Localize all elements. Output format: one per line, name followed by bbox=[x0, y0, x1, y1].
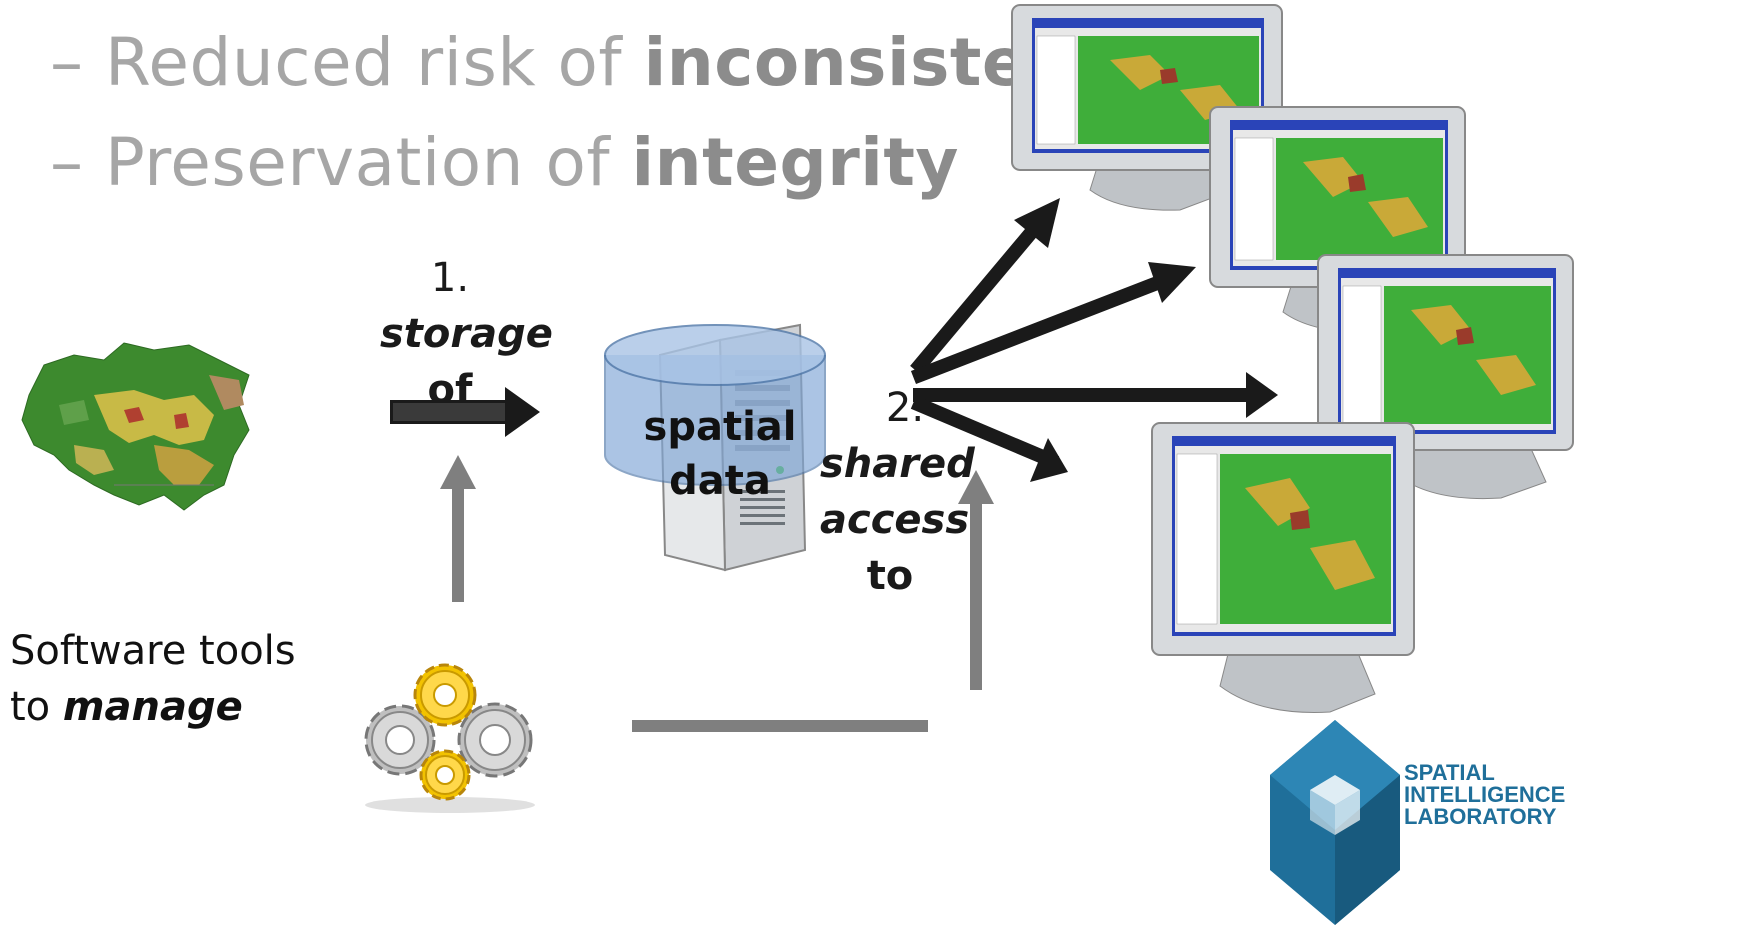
access-up-arrow bbox=[958, 470, 994, 690]
gis-desktop-monitor-icon bbox=[1151, 422, 1415, 713]
brazil-amazon-map-icon bbox=[21, 342, 250, 511]
fanout-arrows bbox=[910, 198, 1278, 482]
lab-logo-line1: SPATIAL bbox=[1404, 760, 1495, 785]
server-label: spatial data bbox=[640, 400, 800, 508]
step1-number: 1. bbox=[430, 255, 470, 301]
bullet-integrity: – Preservation of integrity bbox=[50, 124, 959, 201]
database-server-icon bbox=[604, 323, 826, 572]
bottom-connector-line bbox=[632, 720, 928, 732]
gears-up-arrow bbox=[440, 455, 476, 602]
step1-verb: storage bbox=[380, 311, 553, 357]
server-label-line2: data bbox=[669, 458, 771, 504]
step2-verb2: access bbox=[820, 497, 970, 543]
software-tools-line2: to manage bbox=[10, 684, 243, 730]
step2-prep: to bbox=[866, 553, 914, 599]
lab-logo-line3: LABORATORY bbox=[1404, 804, 1557, 829]
lab-logo-text: SPATIAL INTELLIGENCE LABORATORY bbox=[1404, 762, 1565, 828]
software-tools-label: Software tools to manage bbox=[10, 623, 296, 735]
lab-logo-line2: INTELLIGENCE bbox=[1404, 782, 1566, 807]
lab-cube-logo-icon bbox=[1270, 720, 1400, 925]
step2-label: 2. shared access to bbox=[820, 380, 975, 604]
server-label-line1: spatial bbox=[643, 404, 797, 450]
gears-icon bbox=[364, 663, 535, 813]
software-tools-line1: Software tools bbox=[10, 628, 296, 674]
bullet-inconsistency: – Reduced risk of inconsistency bbox=[50, 24, 1158, 101]
gis-desktop-monitor-icon bbox=[1317, 254, 1574, 500]
gis-desktop-monitor-icon bbox=[1209, 106, 1466, 333]
store-arrow bbox=[390, 387, 540, 437]
step2-verb: shared bbox=[820, 441, 975, 487]
